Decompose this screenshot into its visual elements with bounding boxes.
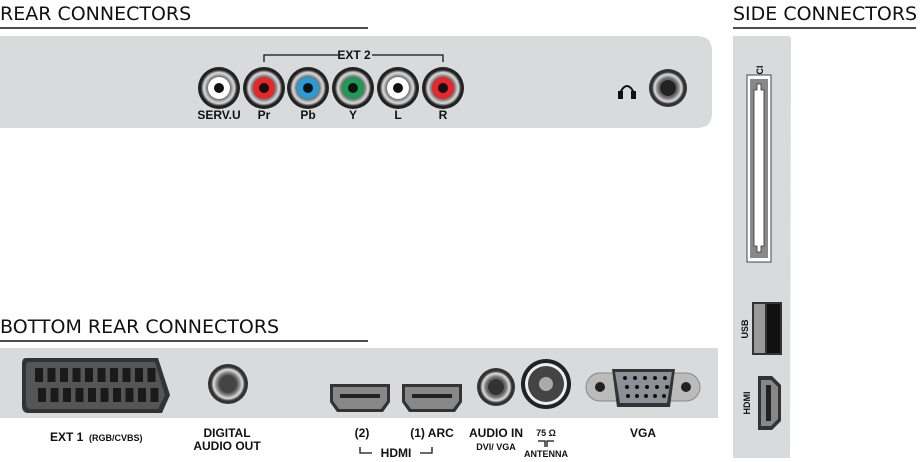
usb-label: USB	[740, 319, 750, 339]
rca-jacks: SERV.U Pr Pb Y L R	[197, 67, 464, 122]
hdmi-2-port[interactable]	[330, 384, 390, 412]
rca-label: L	[394, 108, 401, 122]
rca-jack-y[interactable]	[332, 67, 374, 109]
scart-pin	[85, 368, 93, 382]
vga-pin	[635, 385, 639, 389]
rca-jack-l[interactable]	[377, 67, 419, 109]
scart-pin	[97, 368, 106, 382]
scart-pin	[150, 388, 159, 402]
vga-label: VGA	[630, 426, 656, 440]
hdmi2-label: (2)	[355, 426, 370, 440]
hdmi-group-label: HDMI	[381, 446, 412, 460]
scart-pin	[50, 388, 59, 402]
rca-jack-pr[interactable]	[243, 67, 285, 109]
ext2-label: EXT 2	[337, 48, 371, 62]
hdmi1-arc-label: (1) ARC	[410, 426, 454, 440]
vga-pin	[635, 394, 639, 398]
vga-pin	[644, 394, 648, 398]
vga-pin	[665, 385, 669, 389]
scart-ext1-connector[interactable]	[22, 358, 170, 413]
rca-jack-pb[interactable]	[287, 67, 329, 109]
vga-pin	[663, 376, 667, 380]
vga-pin	[623, 376, 627, 380]
antenna-ohm-label: 75 Ω	[536, 428, 556, 438]
vga-pin	[643, 376, 647, 380]
rca-label: R	[439, 108, 448, 122]
vga-pin	[653, 394, 657, 398]
vga-pin	[645, 385, 649, 389]
scart-pin	[113, 388, 121, 402]
vga-pin	[655, 385, 659, 389]
audio-in-jack[interactable]	[477, 368, 515, 406]
rear-connectors-title: REAR CONNECTORS	[0, 3, 191, 25]
scart-pin	[35, 368, 43, 382]
ext1-label: EXT 1	[50, 430, 84, 444]
ci-slot[interactable]	[746, 74, 772, 263]
bottom-rear-connectors-title: BOTTOM REAR CONNECTORS	[0, 316, 279, 338]
audio-in-label: AUDIO IN	[469, 426, 523, 440]
audio-out-label: AUDIO OUT	[193, 439, 261, 453]
antenna-symbol	[538, 440, 554, 447]
vga-pin	[633, 376, 637, 380]
hdmi-bracket-right	[420, 447, 433, 454]
ext1-sub-label: (RGB/CVBS)	[89, 433, 143, 443]
side-hdmi-label: HDMI	[742, 392, 752, 415]
rca-label: Y	[349, 108, 357, 122]
scart-pin	[147, 368, 156, 382]
vga-pin	[653, 376, 657, 380]
scart-pin	[63, 388, 71, 402]
rca-label: SERV.U	[197, 108, 240, 122]
scart-pin	[122, 368, 131, 382]
scart-pin	[60, 368, 68, 382]
scart-pin	[72, 368, 81, 382]
hdmi-bracket-left	[359, 447, 372, 454]
side-connectors-title: SIDE CONNECTORS	[733, 3, 917, 25]
headphone-jack[interactable]	[649, 69, 687, 107]
scart-pin	[47, 368, 56, 382]
scart-pin	[110, 368, 118, 382]
antenna-label: ANTENNA	[524, 449, 568, 459]
rca-label: Pb	[300, 108, 315, 122]
rca-label: Pr	[258, 108, 271, 122]
vga-connector[interactable]	[585, 369, 701, 407]
hdmi-1-arc-port[interactable]	[402, 384, 462, 412]
scart-pin	[88, 388, 96, 402]
scart-pin	[100, 388, 109, 402]
audio-in-sub-label: DVI/ VGA	[476, 442, 516, 452]
scart-pin	[125, 388, 134, 402]
vga-pin	[662, 394, 666, 398]
scart-pin	[138, 388, 146, 402]
ci-label: CI	[755, 66, 765, 75]
vga-pin	[625, 385, 629, 389]
antenna-connector[interactable]	[521, 359, 571, 409]
digital-label: DIGITAL	[203, 426, 250, 440]
vga-pin	[626, 394, 630, 398]
scart-pin	[38, 388, 46, 402]
usb-port[interactable]	[752, 302, 782, 355]
scart-pin	[75, 388, 84, 402]
side-hdmi-port[interactable]	[758, 376, 781, 430]
digital-audio-out-jack[interactable]	[208, 364, 248, 404]
scart-pin	[135, 368, 143, 382]
headphones-icon	[618, 85, 636, 99]
rca-jack-serv-u[interactable]	[198, 67, 240, 109]
rca-jack-r[interactable]	[422, 67, 464, 109]
